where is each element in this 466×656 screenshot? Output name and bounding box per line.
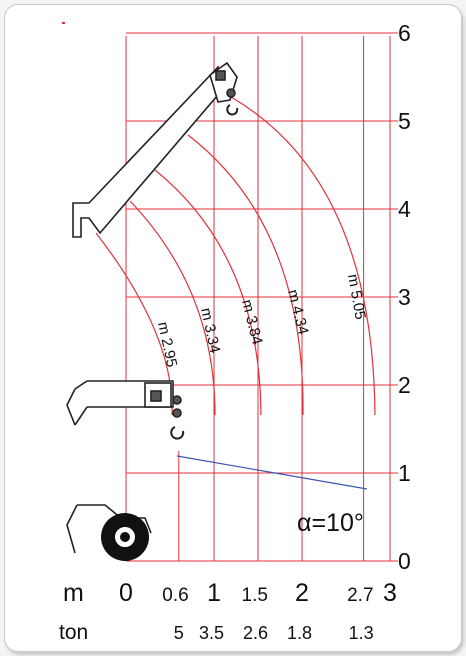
radius-curve xyxy=(187,134,304,416)
radius-curve xyxy=(154,169,262,416)
radius-label: m 3.34 xyxy=(197,306,223,354)
outreach-label: 1.5 xyxy=(242,585,268,606)
outreach-label: 1 xyxy=(207,579,221,607)
load-label: 2.6 xyxy=(243,623,268,643)
boom-raised-illustration xyxy=(72,61,239,238)
y-tick-label: 4 xyxy=(398,196,411,222)
radius-label: m 2.95 xyxy=(154,320,180,368)
outreach-unit-label: m xyxy=(63,579,84,607)
load-label: 5 xyxy=(174,623,184,643)
axis-labels: 0 1 2 3 4 5 6 m 0 0.6 1 1.5 2 2.7 3 ton 5 3.5 2.6 1.8 1.3 xyxy=(59,20,411,644)
vehicle-wheel-illustration xyxy=(66,504,152,561)
radius-label: m 3.84 xyxy=(238,298,266,347)
load-label: 1.3 xyxy=(349,623,374,643)
load-unit-label: ton xyxy=(59,621,88,644)
y-tick-label: 1 xyxy=(398,460,411,486)
outreach-label: 0.6 xyxy=(162,585,188,606)
radius-label: m 4.34 xyxy=(284,288,312,337)
outreach-label: 2 xyxy=(295,579,309,607)
y-tick-label: 6 xyxy=(398,20,411,46)
radius-curve xyxy=(129,200,216,416)
boom-lowered-illustration xyxy=(66,380,185,440)
outreach-label: 0 xyxy=(119,579,133,607)
y-tick-label: 2 xyxy=(398,372,411,398)
y-tick-label: 0 xyxy=(398,548,411,574)
load-label: 3.5 xyxy=(199,623,224,643)
y-tick-label: 5 xyxy=(398,108,411,134)
radius-curve xyxy=(230,96,376,416)
angle-line xyxy=(176,455,368,490)
load-label: 1.8 xyxy=(287,623,312,643)
y-tick-label: 3 xyxy=(398,284,411,310)
angle-label: α=10° xyxy=(297,509,364,537)
outreach-label: 2.7 xyxy=(347,585,373,606)
outreach-label: 3 xyxy=(383,579,397,607)
